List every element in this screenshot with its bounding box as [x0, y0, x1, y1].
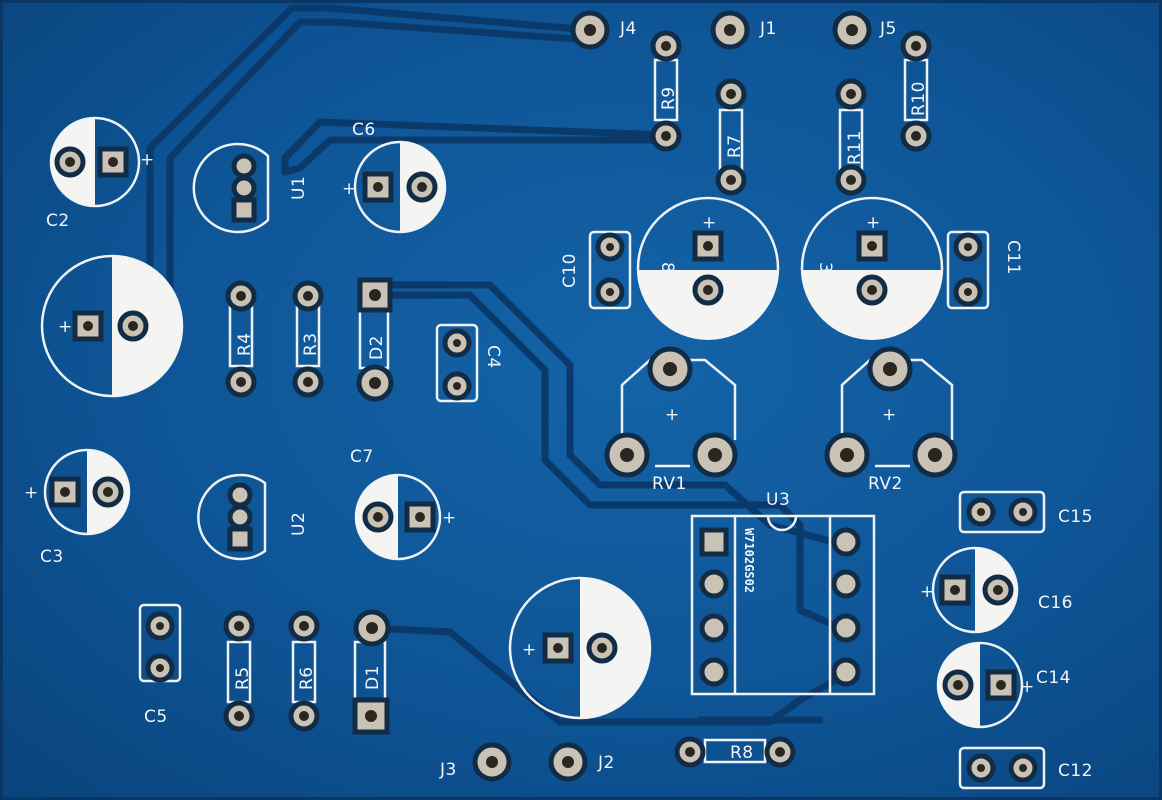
cap-fragment-3: 3 [815, 262, 835, 273]
label-r11: R11 [845, 130, 865, 165]
label-c10: C10 [560, 253, 580, 288]
c11-outline [946, 230, 990, 310]
label-c16: C16 [1038, 593, 1073, 613]
label-r7: R7 [725, 134, 745, 158]
label-rv2: RV2 [868, 474, 903, 494]
label-d1: D1 [363, 665, 383, 690]
capacitor-c1: + [40, 254, 184, 398]
svg-text:+: + [342, 179, 357, 199]
svg-text:+: + [665, 405, 680, 425]
label-c5: C5 [144, 707, 168, 727]
label-u3: U3 [766, 490, 790, 510]
c12-outline [958, 746, 1046, 790]
c10-outline [588, 230, 632, 310]
svg-text:+: + [24, 483, 39, 503]
svg-text:+: + [866, 213, 881, 233]
svg-text:+: + [702, 213, 717, 233]
svg-text:+: + [442, 508, 457, 528]
c4-outline [435, 323, 479, 403]
silkscreen: + + + + + + [24, 58, 1046, 790]
label-c12: C12 [1058, 761, 1093, 781]
svg-text:+: + [1020, 677, 1035, 697]
label-c7: C7 [350, 447, 374, 467]
label-u1: U1 [289, 176, 309, 200]
label-u3-marking: W7102GS02 [742, 528, 756, 593]
cap-fragment-8: 8 [657, 262, 677, 273]
label-c6: C6 [352, 120, 376, 140]
label-c11: C11 [1003, 240, 1023, 275]
c15-outline [958, 490, 1046, 534]
label-j5: J5 [879, 19, 897, 39]
label-r8: R8 [730, 743, 754, 763]
label-c14: C14 [1036, 668, 1071, 688]
label-r10: R10 [909, 81, 929, 116]
label-r4: R4 [235, 332, 255, 356]
label-r3: R3 [301, 332, 321, 356]
svg-text:+: + [58, 317, 73, 337]
svg-text:+: + [920, 582, 935, 602]
svg-text:+: + [140, 150, 155, 170]
label-c4: C4 [483, 345, 503, 369]
label-c15: C15 [1058, 507, 1093, 527]
label-u2: U2 [289, 512, 309, 536]
u2-outline [197, 473, 267, 561]
pads [49, 10, 1038, 783]
reference-designators: J4 J1 J5 J3 J2 C2 C3 C6 C7 C5 C15 C16 C1… [40, 19, 1093, 781]
label-r6: R6 [297, 666, 317, 690]
label-r9: R9 [659, 86, 679, 110]
label-r5: R5 [233, 666, 253, 690]
copper-traces [146, 4, 849, 726]
u1-outline [192, 142, 270, 234]
label-c3: C3 [40, 547, 64, 567]
label-j4: J4 [619, 19, 637, 39]
svg-text:+: + [522, 640, 537, 660]
label-rv1: RV1 [652, 474, 687, 494]
cap-fragment-c1: C [98, 365, 110, 385]
label-j2: J2 [597, 753, 615, 773]
cap-fragment-c8: C [567, 685, 579, 705]
label-c2: C2 [46, 211, 70, 231]
capacitor-c8: + [508, 576, 652, 720]
label-d2: D2 [367, 335, 387, 360]
u3-outline [690, 514, 876, 696]
label-j1: J1 [759, 19, 777, 39]
svg-text:+: + [882, 405, 897, 425]
label-j3: J3 [439, 760, 457, 780]
